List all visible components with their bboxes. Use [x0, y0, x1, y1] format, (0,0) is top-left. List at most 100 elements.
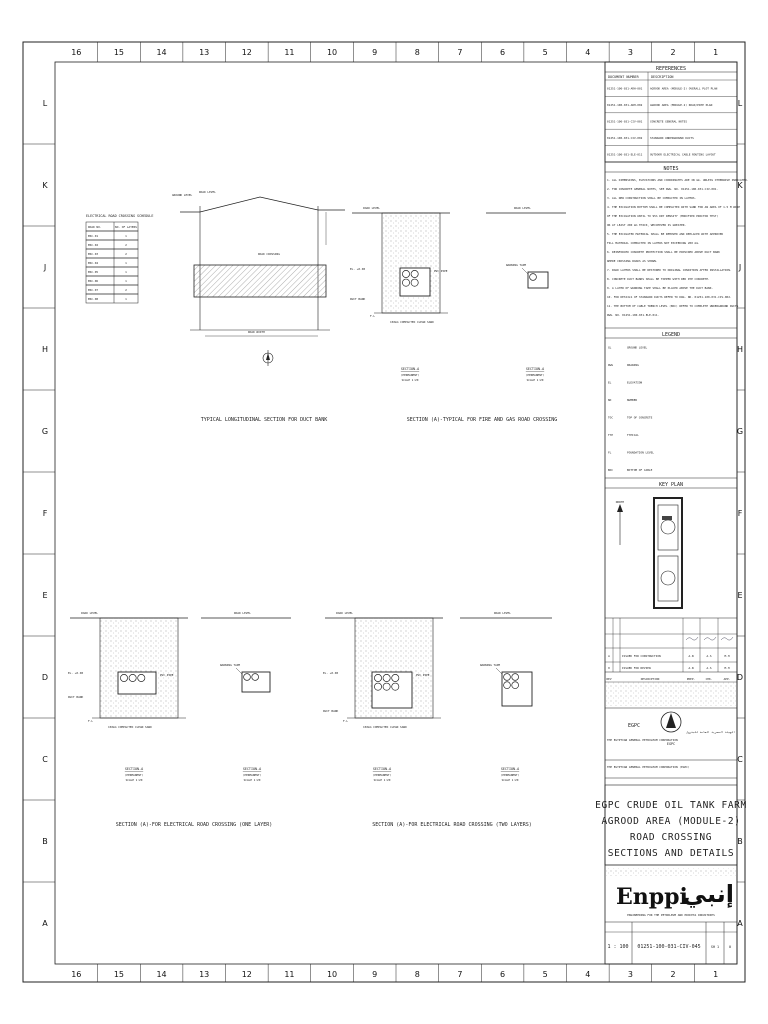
column-label: 7 — [457, 48, 462, 57]
note-line: 11. THE BOTTOM OF CABLE TRENCH LEVEL (BO… — [607, 304, 739, 308]
references-description: OUTDOOR ELECTRICAL CABLE ROUTING LAYOUT — [650, 152, 716, 156]
legend-meaning: TOP OF CONCRETE — [627, 415, 653, 419]
pvc-duct — [391, 674, 400, 682]
fg-a-road-level-label: ROAD LEVEL — [363, 206, 380, 210]
e2-a-el-label: EL. +0.00 — [323, 671, 338, 675]
schedule-layers: 1 — [125, 270, 127, 274]
schedule-layers: 1 — [125, 234, 127, 238]
fg-a-section-title: SECTION-A — [401, 367, 419, 371]
e1-b-section-title: SECTION-A — [243, 767, 261, 771]
e1-b-section-sub: (PERMANENT) — [243, 773, 262, 777]
column-label: 2 — [671, 970, 676, 979]
e2-a-section-scale: SCALE 1:20 — [374, 778, 391, 782]
label-road-level: ROAD LEVEL — [199, 190, 216, 194]
owner-arabic: الهيئة المصرية العامة للبترول — [686, 730, 735, 734]
e1-a-duct-bank — [117, 671, 157, 695]
column-label: 11 — [284, 970, 294, 979]
e1-a-fl-label: F.L — [88, 719, 93, 723]
e2-a-sand-label: 150mm COMPACTED CLEAN SAND — [363, 725, 407, 729]
fg-a-backfill — [381, 212, 441, 314]
e1-b-duct-bank — [241, 671, 271, 693]
row-label: D — [737, 673, 743, 682]
fg-a-duct-bank-label: DUCT BANK — [350, 297, 365, 301]
key-plan-title: KEY PLAN — [659, 482, 683, 488]
owner-name-under-logo: EGPC — [667, 742, 675, 746]
pvc-duct — [120, 674, 128, 682]
pvc-duct — [410, 278, 419, 287]
row-label: E — [737, 591, 742, 600]
title-line-1: EGPC CRUDE OIL TANK FARM — [595, 800, 747, 811]
column-label: 3 — [628, 970, 633, 979]
fg-a-el-label: EL. +0.00 — [350, 267, 365, 271]
legend-meaning: DRAWING — [627, 363, 639, 367]
revision-cell: 0 — [608, 666, 610, 670]
e2-a-pvc-label: PVC PIPE — [416, 673, 430, 677]
schedule-road-no: ROAD NO. — [88, 225, 102, 229]
note-line: 6. REINFORCED CONCRETE PROTECTION SHALL … — [607, 250, 720, 254]
references-title: REFERENCES — [656, 66, 686, 72]
drawing-number: 01251-100-031-CIV-045 — [637, 944, 700, 950]
note-line: 2. FOR CONCRETE GENERAL NOTES, SEE DWG. … — [607, 187, 718, 191]
e2-a-fl-label: F.L — [343, 719, 348, 723]
schedule-road-no: ERC-03 — [88, 252, 98, 256]
legend-abbreviation: EL — [608, 380, 612, 384]
row-label: G — [737, 427, 743, 436]
column-label: 9 — [372, 970, 377, 979]
client-line: THE EGYPTIAN GENERAL PETROLEUM CORPORATI… — [607, 765, 690, 769]
legend-meaning: NUMBER — [627, 398, 637, 402]
schedule-road-no: ERC-06 — [88, 279, 98, 283]
note-line: 3. ALL NEW CONSTRUCTION SHALL BE COMPACT… — [607, 196, 697, 200]
fg-b-section-title: SECTION-A — [526, 367, 544, 371]
row-label: E — [42, 591, 47, 600]
label-ground-level: GROUND LEVEL — [172, 193, 193, 197]
e1-a-duct-bank-label: DUCT BANK — [68, 695, 83, 699]
column-label: 6 — [500, 48, 505, 57]
e2-b-section-scale: SCALE 1:20 — [502, 778, 519, 782]
row-label: F — [43, 509, 48, 518]
pvc-duct — [374, 682, 382, 691]
caption-electrical-two-layers: SECTION (A)-FOR ELECTRICAL ROAD CROSSING… — [372, 822, 532, 828]
references-description: CONCRETE GENERAL NOTES — [650, 120, 687, 124]
caption-longitudinal: TYPICAL LONGITUDINAL SECTION FOR DUCT BA… — [201, 417, 327, 423]
key-plan: KEY PLAN NORTH — [605, 477, 737, 609]
row-label: A — [42, 919, 48, 928]
pvc-duct — [511, 673, 519, 681]
legend-abbreviation: BOC — [608, 468, 613, 472]
schedule-layers: 1 — [125, 297, 127, 301]
legend-abbreviation: TYP — [608, 433, 613, 437]
references-doc-number: 01251-100-031-CIV-001 — [607, 120, 643, 124]
schedule-layers: 2 — [125, 252, 127, 256]
column-label: 9 — [372, 48, 377, 57]
pvc-duct — [511, 681, 519, 689]
e1-a-el-label: EL. +0.00 — [68, 671, 83, 675]
references-description: AGROOD AREA (MODULE-2) ROAD/PIPE PLAN — [650, 103, 713, 107]
column-label: 12 — [242, 970, 252, 979]
key-plan-drawing — [653, 497, 683, 609]
caption-fire-gas: SECTION (A)-TYPICAL FOR FIRE AND GAS ROA… — [407, 417, 558, 423]
legend-abbreviation: FL — [608, 450, 612, 454]
key-plan-north-label: NORTH — [616, 500, 625, 504]
revision-cell: A.S — [706, 666, 711, 670]
fg-b-duct-bank — [527, 271, 549, 289]
pvc-duct — [402, 278, 410, 287]
fg-b-section-scale: SCALE 1:20 — [527, 378, 544, 382]
revision-cell: A.S — [706, 654, 711, 658]
revision-header: CHK. — [706, 677, 713, 681]
e1-b-section-scale: SCALE 1:20 — [244, 778, 261, 782]
drawing-number-row: 1 : 100 01251-100-031-CIV-045 SH 1 0 — [605, 922, 737, 964]
e2-a-section-title: SECTION-A — [373, 767, 391, 771]
row-label: K — [42, 181, 48, 190]
pvc-duct — [529, 273, 537, 281]
notes-block: NOTES 1. ALL DIMENSIONS, ELEVATIONS AND … — [605, 161, 749, 317]
pvc-duct — [382, 682, 391, 691]
fg-a-section-sub: (PERMANENT) — [401, 373, 420, 377]
column-label: 15 — [114, 970, 124, 979]
enppi-logo: Enppi — [616, 884, 688, 910]
e1-a-road-level-label: ROAD LEVEL — [81, 611, 98, 615]
section-cut-marker-icon — [262, 350, 274, 366]
fg-a-fl-label: F.L — [370, 314, 375, 318]
